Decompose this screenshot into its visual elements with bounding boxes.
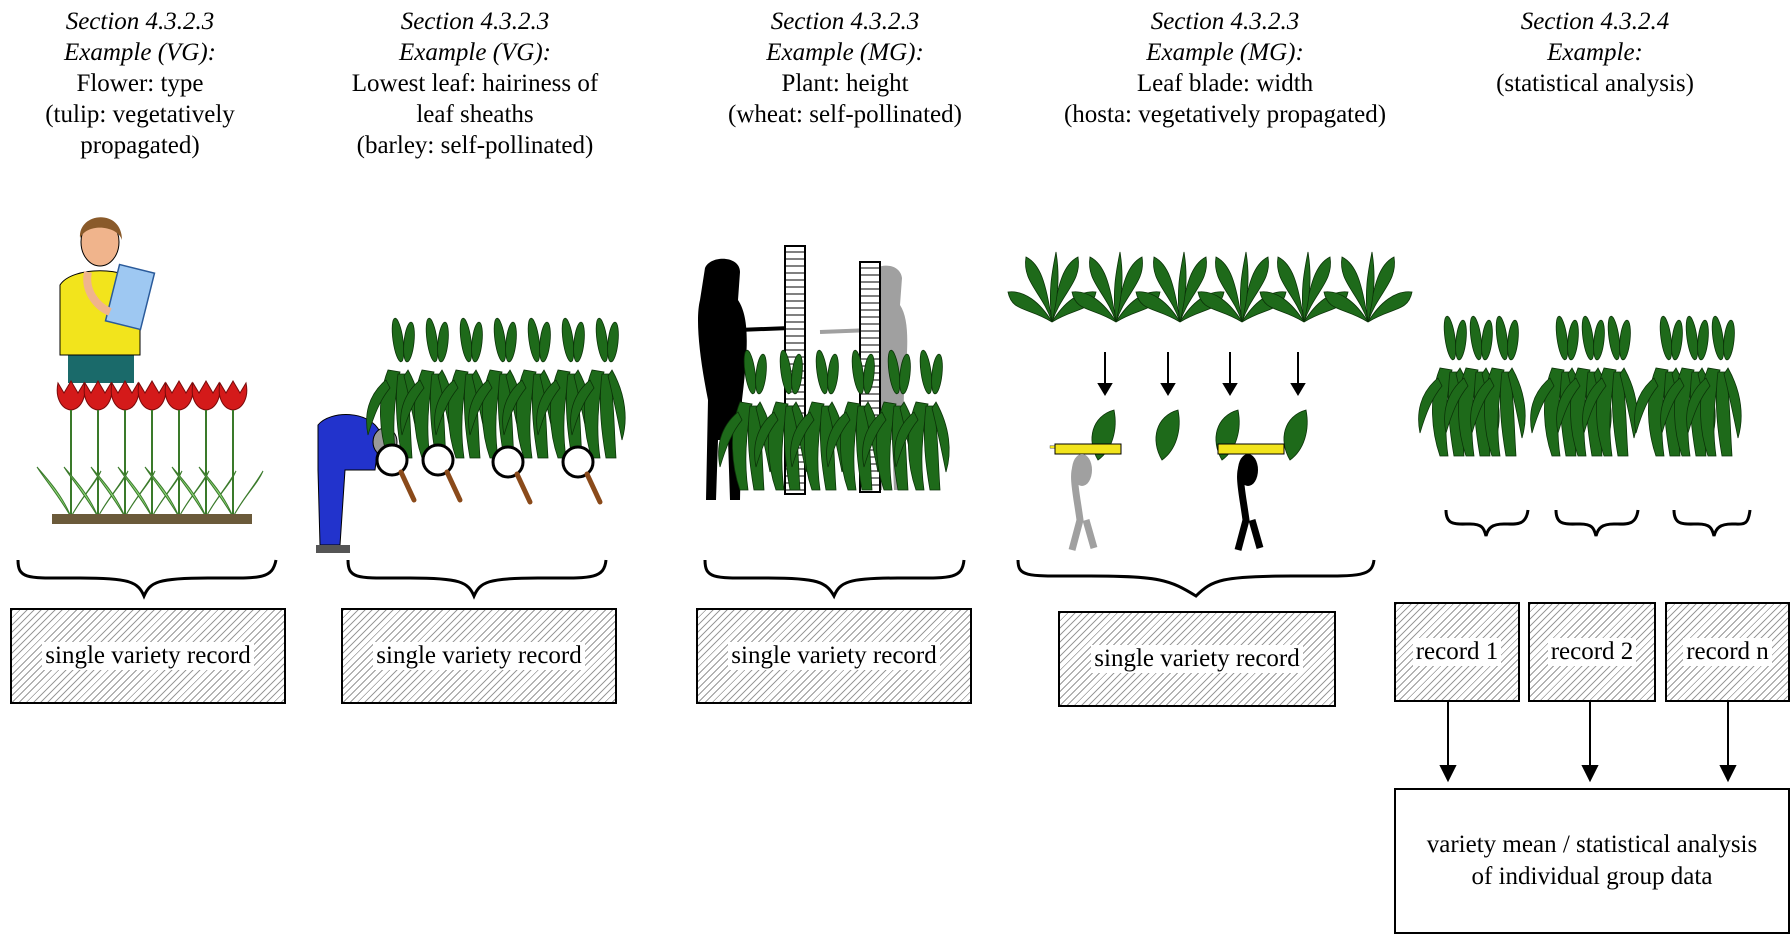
tulip-row-illustration — [36, 380, 264, 524]
column-header-hosta: Section 4.3.2.3 Example (MG): Leaf blade… — [1040, 6, 1410, 130]
column-header-tulip: Section 4.3.2.3 Example (VG): Flower: ty… — [10, 6, 270, 161]
group-record-2: record 2 — [1528, 602, 1656, 702]
description-line: (statistical analysis) — [1496, 70, 1694, 97]
section-label: Section 4.3.2.3 — [1150, 8, 1300, 35]
group-record-1: record 1 — [1394, 602, 1520, 702]
example-label: Example (VG): — [398, 39, 551, 66]
description-line: (tulip: vegetatively — [45, 101, 235, 128]
record-label: record 1 — [1412, 638, 1502, 666]
description-line: Leaf blade: width — [1136, 70, 1314, 97]
section-label: Section 4.3.2.3 — [65, 8, 215, 35]
column-header-barley: Section 4.3.2.3 Example (VG): Lowest lea… — [330, 6, 620, 161]
record-label: record 2 — [1547, 638, 1637, 666]
single-variety-record-hosta: single variety record — [1058, 611, 1336, 707]
column-header-statistical: Section 4.3.2.4 Example: (statistical an… — [1460, 6, 1730, 99]
column-header-wheat: Section 4.3.2.3 Example (MG): Plant: hei… — [700, 6, 990, 130]
section-label: Section 4.3.2.4 — [1520, 8, 1670, 35]
section-label: Section 4.3.2.3 — [400, 8, 550, 35]
example-label: Example (MG): — [766, 39, 924, 66]
wheat-row-illustration — [718, 349, 950, 491]
record-label: single variety record — [1091, 645, 1303, 673]
description-line: Flower: type — [76, 70, 204, 97]
hosta-arrows — [1097, 352, 1306, 396]
description-line: (hosta: vegetatively propagated) — [1063, 101, 1387, 128]
description-line: (wheat: self-pollinated) — [728, 101, 962, 128]
record-label: record n — [1683, 638, 1772, 666]
grouping-braces — [16, 509, 1752, 600]
record-arrows — [1439, 700, 1737, 783]
description-line: Lowest leaf: hairiness of — [351, 70, 599, 97]
example-label: Example (MG): — [1146, 39, 1304, 66]
example-label: Example: — [1547, 39, 1643, 66]
description-line: (barley: self-pollinated) — [356, 132, 594, 159]
woman-illustration — [59, 217, 156, 383]
record-label: single variety record — [42, 642, 254, 670]
analysis-line: of individual group data — [1471, 863, 1713, 890]
hosta-leaf-samples — [1049, 409, 1308, 551]
section-label: Section 4.3.2.3 — [770, 8, 920, 35]
statistical-analysis-box: variety mean / statistical analysis of i… — [1394, 788, 1790, 934]
plot-group-illustration — [1418, 315, 1742, 457]
analysis-line: variety mean / statistical analysis — [1426, 831, 1758, 858]
single-variety-record-wheat: single variety record — [696, 608, 972, 704]
single-variety-record-barley: single variety record — [341, 608, 617, 704]
record-label: single variety record — [728, 642, 940, 670]
record-label: single variety record — [373, 642, 585, 670]
single-variety-record-tulip: single variety record — [10, 608, 286, 704]
example-label: Example (VG): — [63, 39, 216, 66]
hosta-row-illustration — [1007, 251, 1413, 323]
barley-row-illustration — [366, 317, 626, 502]
group-record-n: record n — [1665, 602, 1790, 702]
description-line: propagated) — [80, 132, 200, 159]
description-line: Plant: height — [781, 70, 909, 97]
description-line: leaf sheaths — [416, 101, 534, 128]
